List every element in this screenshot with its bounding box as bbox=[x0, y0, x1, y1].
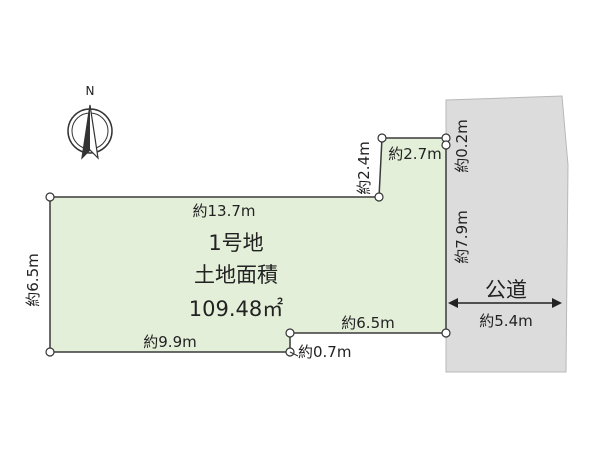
north-label: N bbox=[86, 84, 95, 98]
lot-area-value: 109.48㎡ bbox=[189, 297, 283, 321]
corner-marker bbox=[441, 140, 451, 150]
corner-marker bbox=[377, 133, 387, 143]
road-width-label: 約5.4m bbox=[479, 312, 532, 330]
dim-top: 約13.7m bbox=[192, 202, 255, 220]
lot-outline bbox=[49, 137, 447, 353]
north-arrow-icon bbox=[67, 104, 113, 160]
dim-bottom-right: 約6.5m bbox=[341, 314, 394, 332]
dim-step-vertical: 約0.7m bbox=[298, 343, 351, 361]
lot-area-label: 土地面積 bbox=[194, 263, 278, 287]
dim-bottom-left: 約9.9m bbox=[143, 333, 196, 351]
corner-marker bbox=[285, 328, 295, 338]
dim-left: 約6.5m bbox=[24, 253, 42, 306]
corner-markers bbox=[45, 133, 451, 357]
dim-right: 約7.9m bbox=[453, 210, 471, 263]
dim-notch-right: 約0.2m bbox=[453, 119, 471, 172]
dim-notch-vertical: 約2.4m bbox=[355, 141, 373, 194]
corner-marker bbox=[441, 328, 451, 338]
lot-name: 1号地 bbox=[208, 231, 263, 255]
step-leader-line bbox=[289, 351, 299, 357]
dim-notch-top: 約2.7m bbox=[388, 145, 441, 163]
corner-marker bbox=[45, 192, 55, 202]
road-label: 公道 bbox=[485, 278, 527, 302]
road-width-arrow bbox=[448, 298, 562, 308]
corner-marker bbox=[45, 347, 55, 357]
corner-marker bbox=[374, 192, 384, 202]
